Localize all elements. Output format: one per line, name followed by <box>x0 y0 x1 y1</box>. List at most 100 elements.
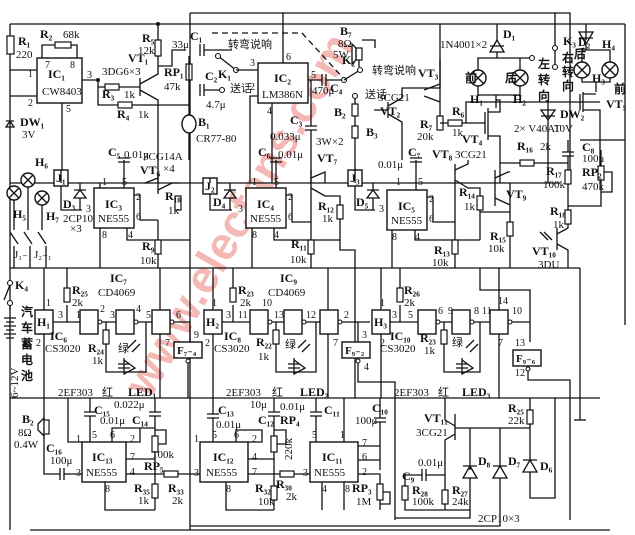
r30-label: R₃₀ <box>276 477 292 491</box>
c8-label: C₈ <box>582 140 595 154</box>
svg-text:2: 2 <box>380 338 385 349</box>
dw2-label: DW₂ <box>560 107 585 121</box>
c4-label: C₄ <box>330 81 343 95</box>
battery-label-1: 汽 <box>21 304 33 319</box>
led1-type: 2EF303 <box>58 387 93 399</box>
right-turn-label-2: 转 <box>562 64 574 79</box>
ic9-label: IC₉ <box>280 271 297 285</box>
svg-text:1: 1 <box>340 430 345 441</box>
ic12-type: NE555 <box>206 467 238 479</box>
vt5-label: VT₅ <box>606 97 627 111</box>
vt6-label: VT₆ <box>140 163 161 177</box>
resistor-r3 <box>104 83 120 91</box>
c15-label: C₁₅ <box>94 403 110 417</box>
vt8-type: 3CG21 <box>455 149 487 161</box>
mic-section: 33μ C₁ RP₁ 47k C₂ 4.7μ 送话 K₁ 转弯说响 B₁ CR7… <box>164 29 346 160</box>
svg-text:6: 6 <box>429 214 434 225</box>
turn-lamp-section: D₁ 1N4001×2 前 后 H₁ H₂ 左 转 向 K₃ 右 转 向 D₂ … <box>440 13 627 183</box>
r9-value: 10k <box>140 255 157 267</box>
c6-value: 0.01μ <box>278 149 303 161</box>
switch-k4: K₄ <box>15 278 28 292</box>
rp4-value: 220k <box>283 438 295 461</box>
r14-value: 1k <box>464 201 476 213</box>
svg-text:6: 6 <box>286 52 291 63</box>
svg-text:7: 7 <box>130 452 135 463</box>
r6-value: 1k <box>452 127 464 139</box>
r12-value: 1k <box>322 213 334 225</box>
h5-label: H₅ <box>13 207 26 221</box>
inverter-f9-6 <box>512 349 542 367</box>
f9-2-label: F₉₋₂ <box>345 345 365 357</box>
svg-text:13: 13 <box>515 338 525 349</box>
vt3-type: 3CG21 <box>378 92 410 104</box>
r29-value: 22k <box>508 415 525 427</box>
ic12-label: IC₁₂ <box>213 450 234 464</box>
dw1-label: DW₁ <box>20 115 45 129</box>
ic8-type: CS3020 <box>214 343 250 355</box>
resistor-r24 <box>102 329 110 345</box>
resistor-r26 <box>396 287 404 303</box>
d6-label: D₆ <box>540 459 553 473</box>
svg-text:6: 6 <box>136 212 141 223</box>
speaker-b7 <box>355 47 363 61</box>
svg-text:2: 2 <box>100 304 105 315</box>
k2-talk-label: 送话 <box>365 87 387 101</box>
battery-label-5: 池 <box>21 368 33 383</box>
svg-text:5: 5 <box>146 310 151 321</box>
resistor-r2 <box>54 41 72 49</box>
vt4-type: 2× V40AT <box>514 123 561 135</box>
r11-label: R₁₁ <box>291 237 307 251</box>
h4-front-label: 前 <box>614 81 626 96</box>
zener-dw1 <box>4 119 16 128</box>
c8-value: 100μ <box>582 153 605 165</box>
r5-label: R₅ <box>142 31 155 45</box>
r4-label: R₄ <box>117 107 130 121</box>
c5-value: 0.01μ <box>124 149 149 161</box>
d1-type: 1N4001×2 <box>440 39 487 51</box>
r13-value: 10k <box>432 257 449 269</box>
r27-label: R₂₇ <box>452 483 468 497</box>
c10-label: C₁₀ <box>372 401 388 415</box>
inverter-f7-5 <box>249 309 269 335</box>
c12-value: 10μ <box>250 399 267 411</box>
inverter-f7-3 <box>151 309 171 335</box>
resistor-r13 <box>451 239 459 255</box>
led2-label: LED₂ <box>300 385 329 399</box>
diode-d8 <box>395 428 479 519</box>
b7-power: 5W <box>333 49 350 61</box>
svg-text:2: 2 <box>344 310 349 321</box>
svg-text:7: 7 <box>498 338 503 349</box>
ic12-chip <box>199 441 249 483</box>
resistor-r32 <box>270 485 278 501</box>
power-rails <box>9 12 626 531</box>
svg-text:4: 4 <box>415 232 420 243</box>
svg-text:8: 8 <box>105 484 110 495</box>
inverter-f9-5 <box>489 309 509 335</box>
dw1-value: 3V <box>22 129 36 141</box>
d4-label: D₄ <box>213 195 226 209</box>
c13-value: 0.01μ <box>216 419 241 431</box>
r14-label: R₁₄ <box>459 185 475 199</box>
svg-text:4: 4 <box>130 467 135 478</box>
k1-turn-label: 转弯说响 <box>228 37 272 51</box>
c15-value: 0.01μ <box>100 415 125 427</box>
c12-label: C₁₂ <box>258 413 274 427</box>
ic9-type: CD4069 <box>268 287 306 299</box>
resistor-r25 <box>63 287 71 303</box>
dw2-value: 10V <box>554 123 573 135</box>
h3-hall-label: H₃ <box>374 315 387 329</box>
led1-green-label: 绿 <box>118 341 129 355</box>
svg-text:3: 3 <box>238 204 243 215</box>
led2-green-label: 绿 <box>285 337 296 351</box>
potentiometer-rp3 <box>376 483 384 501</box>
svg-text:7: 7 <box>45 60 50 71</box>
svg-text:2: 2 <box>205 338 210 349</box>
svg-text:1: 1 <box>252 177 257 188</box>
svg-text:11: 11 <box>482 306 492 317</box>
rp3-value: 1M <box>356 496 372 508</box>
f9-6-label: F₉₋₆ <box>516 353 536 365</box>
rp3-label: RP₃ <box>352 481 372 495</box>
ic6-label: IC₆ <box>50 329 67 343</box>
svg-text:7: 7 <box>333 338 338 349</box>
